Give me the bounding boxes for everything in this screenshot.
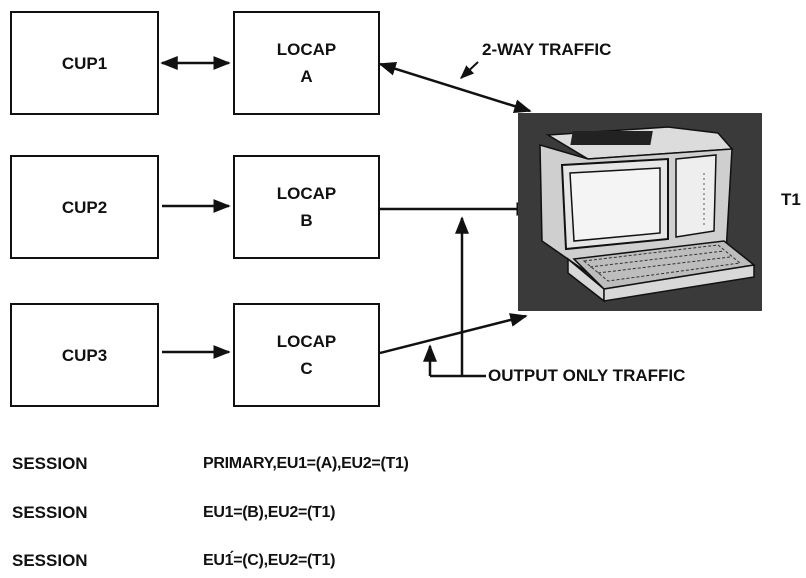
locap-b-line1: LOCAP — [276, 184, 337, 203]
two-way-label-pointer — [459, 61, 479, 79]
locap-a-box: LOCAP A — [233, 11, 380, 115]
locap-b-line2: B — [300, 211, 313, 230]
cup2-box: CUP2 — [10, 155, 159, 259]
locap-b-box: LOCAP B — [233, 155, 380, 259]
locap-c-terminal-arrow — [379, 313, 528, 355]
locap-c-line1: LOCAP — [276, 332, 337, 351]
cup1-label: CUP1 — [61, 53, 108, 73]
session-2-value: EU1=(B),EU2=(T1) — [203, 504, 336, 521]
two-way-traffic-arrow — [378, 62, 532, 113]
terminal-illustration — [518, 113, 762, 311]
cup2-label: CUP2 — [61, 197, 108, 217]
cup3-box: CUP3 — [10, 303, 159, 407]
output-only-traffic-label: OUTPUT ONLY TRAFFIC — [488, 366, 686, 385]
locap-c-line2: C — [300, 359, 313, 378]
session-3-value: EU1́=(C),EU2=(T1) — [203, 552, 336, 569]
terminal-side-panel — [675, 154, 717, 238]
session-2-key: SESSION — [12, 503, 88, 522]
terminal-top-vent — [570, 131, 653, 145]
session-1-value: PRIMARY,EU1=(A),EU2=(T1) — [203, 455, 409, 472]
terminal-label: T1 — [781, 190, 801, 209]
two-way-traffic-label: 2-WAY TRAFFIC — [482, 40, 612, 59]
cup3-label: CUP3 — [61, 345, 108, 365]
session-3-key: SESSION — [12, 551, 88, 570]
terminal-screen — [569, 167, 661, 242]
cup1-box: CUP1 — [10, 11, 159, 115]
session-1-key: SESSION — [12, 454, 88, 473]
locap-a-line2: A — [300, 67, 313, 86]
locap-c-box: LOCAP C — [233, 303, 380, 407]
locap-a-line1: LOCAP — [276, 40, 337, 59]
